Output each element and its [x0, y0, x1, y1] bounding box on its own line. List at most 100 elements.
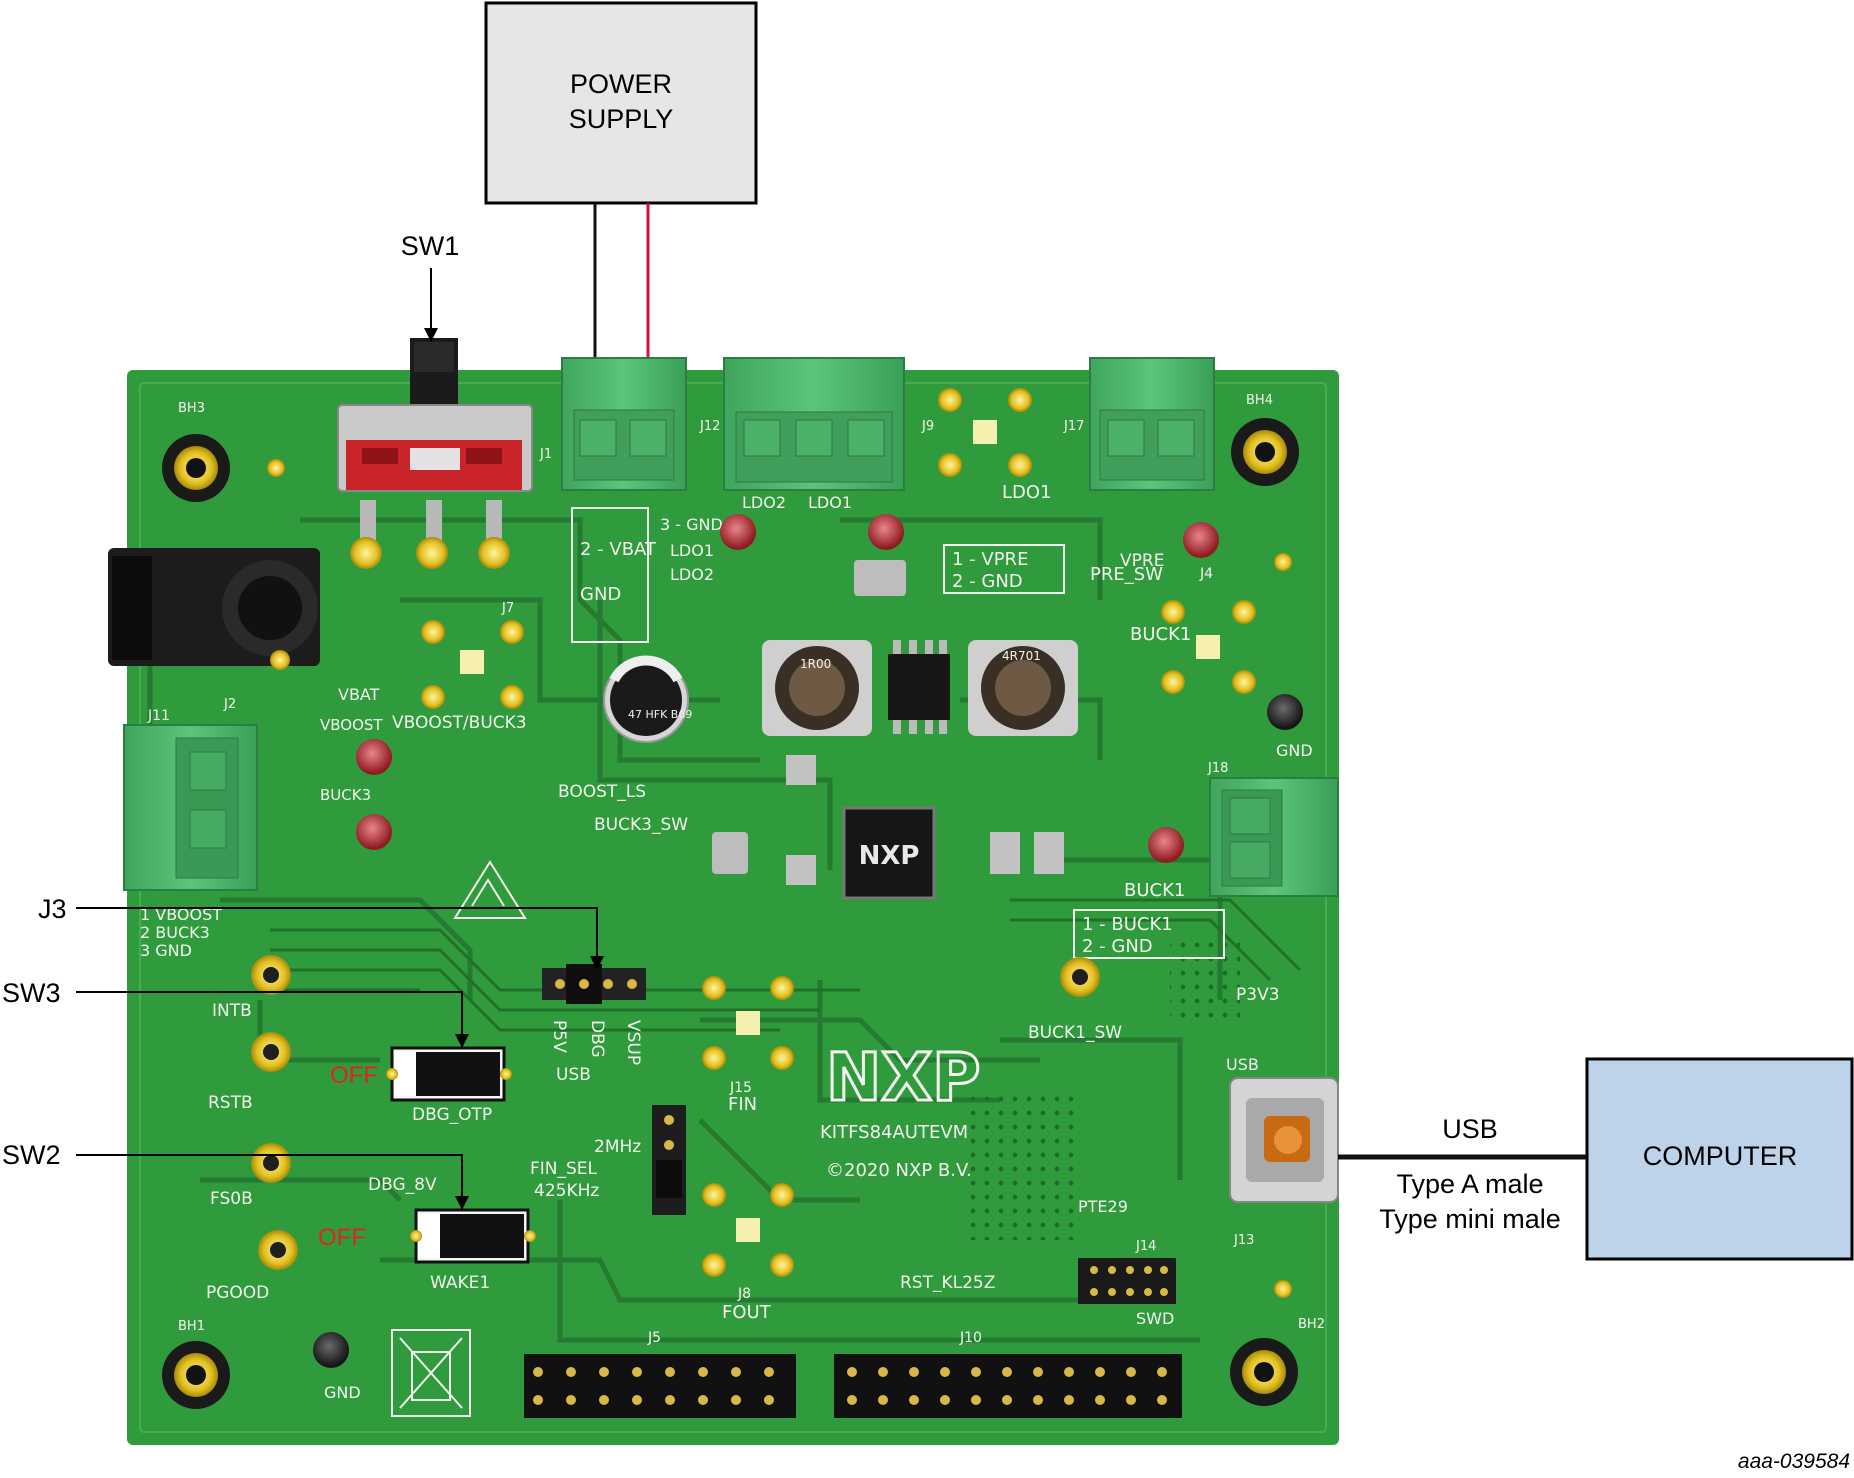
header-pin [533, 1367, 543, 1377]
bh2-label: BH2 [1298, 1317, 1325, 1332]
j3-callout-label: J3 [38, 894, 67, 924]
mosfet-q1 [888, 640, 950, 734]
usb-cable-type-a: Type A male [1396, 1169, 1543, 1199]
header-pin [878, 1367, 888, 1377]
header-pin [665, 1367, 675, 1377]
sw3-dip-switch[interactable] [386, 1046, 512, 1102]
fout-label: FOUT [722, 1302, 772, 1323]
evaluation-board: BH3 BH4 BH1 BH2 J2 [108, 338, 1339, 1445]
vpre-block-line1: 1 - VPRE [952, 549, 1028, 570]
j13-label: J13 [1233, 1233, 1254, 1248]
j12-label: J12 [699, 419, 720, 434]
j9-pad-cluster [938, 388, 1032, 477]
capacitor-smd-top [854, 560, 906, 596]
sw3-off-label: OFF [330, 1062, 378, 1089]
sw2-callout-line [76, 1154, 463, 1198]
intb-label: INTB [212, 1001, 252, 1021]
j3-callout-line [76, 907, 598, 958]
j8-pad-cluster [702, 1183, 794, 1277]
mounting-hole-bh1 [162, 1341, 230, 1409]
sw2-callout-label: SW2 [2, 1140, 61, 1170]
usb-mini-connector[interactable] [1229, 1077, 1339, 1203]
j12-ldo2-label: LDO2 [670, 565, 714, 584]
power-supply-label-1: POWER [570, 69, 672, 99]
j1-silk-box [571, 507, 649, 643]
j11-terminal-block [123, 724, 258, 891]
figure-id-label: aaa-039584 [1738, 1450, 1850, 1473]
header-pin [940, 1395, 950, 1405]
copyright-label: ©2020 NXP B.V. [826, 1160, 972, 1181]
buck3-sw-label: BUCK3_SW [594, 815, 688, 835]
j2-barrel-jack [108, 548, 320, 670]
header-pin [909, 1395, 919, 1405]
header-pin [1126, 1367, 1136, 1377]
freq-2mhz-label: 2MHz [594, 1137, 641, 1157]
weee-symbol [391, 1329, 471, 1417]
j8-label: J8 [737, 1286, 751, 1302]
header-pin [909, 1367, 919, 1377]
sw2-dip-switch[interactable] [410, 1208, 536, 1264]
header-pin [764, 1367, 774, 1377]
inductor-lpre1 [968, 640, 1078, 736]
fs0b-label: FS0B [210, 1189, 253, 1209]
tp15-gnd-label: GND [324, 1383, 361, 1402]
j3-jumper[interactable] [542, 964, 646, 1004]
sw1-callout-label: SW1 [401, 231, 460, 261]
j7-pad-cluster [421, 620, 524, 709]
electrolytic-capacitor [603, 655, 689, 743]
header-pin [731, 1367, 741, 1377]
usb-cable-type-mini: Type mini male [1379, 1204, 1561, 1234]
ldo2-label: LDO2 [742, 493, 786, 512]
header-pin [1033, 1367, 1043, 1377]
header-pin [1064, 1367, 1074, 1377]
wake1-label: WAKE1 [430, 1273, 490, 1293]
power-supply-rect [484, 1, 758, 205]
header-pin [847, 1395, 857, 1405]
j2-label: J2 [223, 697, 236, 712]
header-pins [533, 1367, 1167, 1405]
bh1-label: BH1 [178, 1319, 205, 1334]
kit-name-label: KITFS84AUTEVM [820, 1122, 968, 1143]
header-pin [1157, 1367, 1167, 1377]
pcb-traces [147, 517, 1223, 1343]
j16-jumper[interactable] [652, 1105, 686, 1215]
mounting-hole-bh2 [1230, 1280, 1298, 1406]
j4-label: J4 [1199, 566, 1213, 582]
header-pin [1002, 1395, 1012, 1405]
pte29-label: PTE29 [1078, 1197, 1128, 1216]
sw3-callout-line [76, 991, 463, 1036]
j3-callout-arrow [590, 956, 604, 970]
fin-label: FIN [728, 1094, 757, 1115]
inductor-lbk1 [990, 832, 1020, 874]
tp14-hole [1072, 969, 1088, 985]
header-pin [698, 1395, 708, 1405]
header-pin [1095, 1395, 1105, 1405]
header-pin [1095, 1367, 1105, 1377]
usb-cable-title: USB [1442, 1114, 1498, 1144]
dbg-label: DBG [587, 1020, 607, 1058]
pre-sw-label: PRE_SW [1090, 564, 1163, 585]
computer-rect [1585, 1057, 1854, 1261]
rst-kl25z-label: RST_KL25Z [900, 1273, 995, 1293]
buck1-block-line2: 2 - GND [1082, 936, 1153, 957]
via-field [970, 1090, 1080, 1240]
header-pin [599, 1367, 609, 1377]
usb-pin-label: USB [556, 1065, 591, 1085]
buck1-label: BUCK1 [1124, 880, 1185, 901]
header-pin [940, 1367, 950, 1377]
swd-label: SWD [1136, 1309, 1174, 1328]
buck1-j4-label: BUCK1 [1130, 624, 1191, 645]
sw2-off-label: OFF [318, 1224, 366, 1251]
bh4-label: BH4 [1246, 393, 1273, 408]
power-supply-box: POWER SUPPLY [484, 1, 758, 205]
capacitor-c30 [1034, 832, 1064, 874]
buck1-block-line1: 1 - BUCK1 [1082, 914, 1173, 935]
j12-pin-label: 3 - GND [660, 515, 723, 534]
bh3-label: BH3 [178, 401, 205, 416]
sw1-slide-switch[interactable] [337, 338, 533, 569]
vboost-label: VBOOST [320, 716, 383, 734]
nxp-silk-logo: NXP [826, 1039, 981, 1116]
pcb-traces-thin [270, 898, 1302, 1032]
j15-pad-cluster [702, 976, 794, 1070]
header-pin [1002, 1367, 1012, 1377]
